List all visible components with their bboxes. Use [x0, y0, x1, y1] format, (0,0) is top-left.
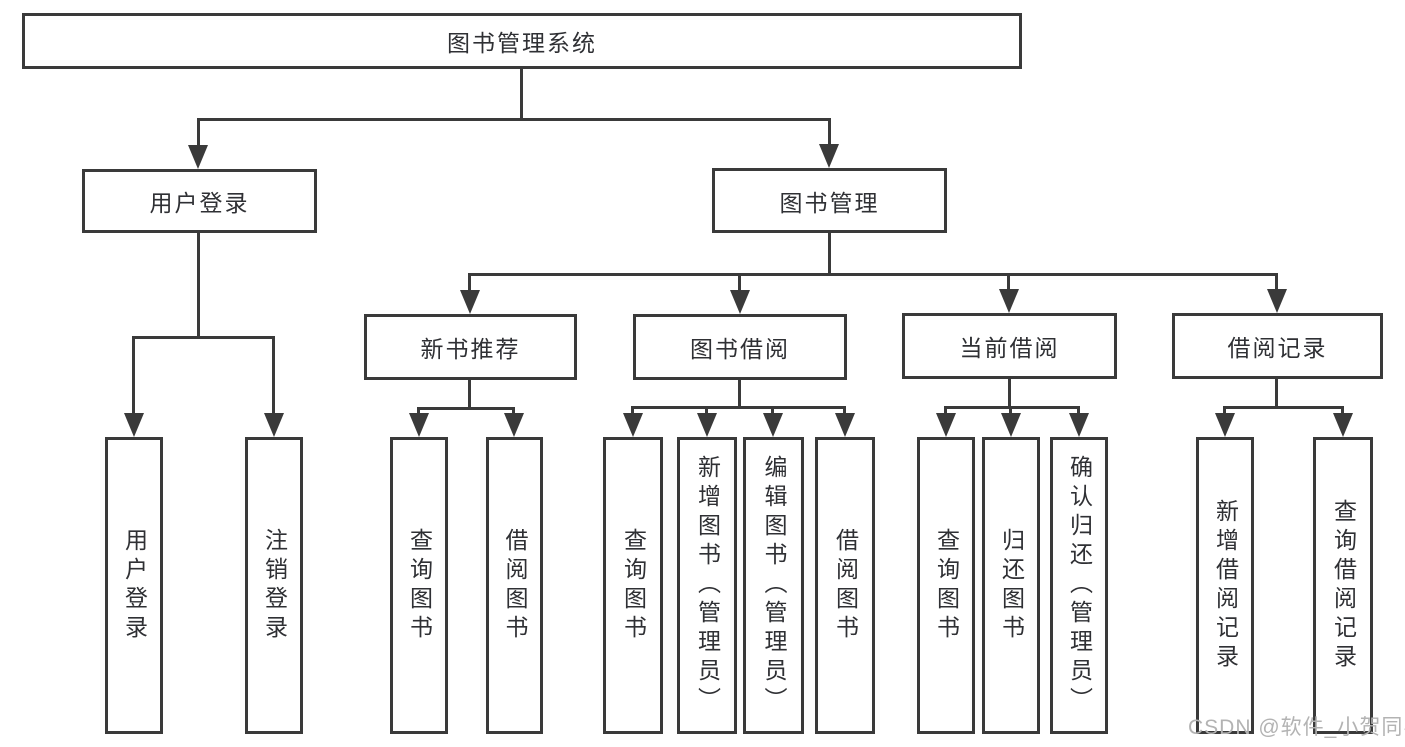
leaf-query-borrow-record: 查询借阅记录	[1313, 437, 1373, 734]
connector-current-rail	[944, 406, 1080, 409]
leaf-return-book: 归还图书	[982, 437, 1040, 734]
arrow-down-icon	[504, 413, 524, 437]
leaf-label: 用户登录	[121, 527, 148, 644]
leaf-label: 查询借阅记录	[1330, 498, 1357, 673]
node-label: 当前借阅	[959, 335, 1060, 361]
node-book-management: 图书管理	[712, 168, 947, 233]
node-label: 借阅记录	[1227, 335, 1328, 361]
connector-stem	[417, 407, 420, 415]
leaf-label: 新增图书（管理员）	[694, 455, 721, 716]
connector-stem	[843, 406, 846, 415]
arrow-down-icon	[188, 145, 208, 169]
arrow-down-icon	[697, 413, 717, 437]
connector-records-rail	[1223, 406, 1344, 409]
connector-stem	[1009, 406, 1012, 415]
node-library-system: 图书管理系统	[22, 13, 1022, 69]
connector-stem	[1275, 273, 1278, 291]
connector-stem	[1341, 406, 1344, 415]
watermark-text: CSDN @软件_小贺同学	[1188, 716, 1405, 739]
connector-stem	[771, 406, 774, 415]
arrow-down-icon	[819, 144, 839, 168]
leaf-label: 查询图书	[933, 527, 960, 644]
arrow-down-icon	[409, 413, 429, 437]
connector-stem	[738, 273, 741, 291]
leaf-add-book-admin: 新增图书（管理员）	[677, 437, 737, 734]
arrow-down-icon	[1069, 413, 1089, 437]
connector-stem	[1077, 406, 1080, 415]
connector-stem	[197, 118, 200, 147]
arrow-down-icon	[1215, 413, 1235, 437]
connector-borrow-rail	[631, 406, 846, 409]
connector-stem	[631, 406, 634, 415]
leaf-label: 查询图书	[620, 527, 647, 644]
connector-stem	[828, 118, 831, 146]
node-user-login: 用户登录	[82, 169, 317, 233]
connector-stem	[132, 336, 135, 416]
node-new-book-recommend: 新书推荐	[364, 314, 577, 380]
node-label: 图书借阅	[690, 336, 790, 362]
leaf-label: 编辑图书（管理员）	[761, 455, 787, 716]
arrow-down-icon	[835, 413, 855, 437]
arrow-down-icon	[124, 413, 144, 437]
connector-stem	[1223, 406, 1226, 415]
arrow-down-icon	[1267, 289, 1287, 313]
arrow-down-icon	[730, 290, 750, 314]
connector-borrow-drop	[738, 380, 741, 406]
leaf-label: 注销登录	[261, 527, 288, 644]
node-label: 图书管理系统	[447, 30, 597, 56]
connector-stem	[944, 406, 947, 415]
connector-user-rail	[132, 336, 275, 339]
arrow-down-icon	[999, 289, 1019, 313]
connector-current-drop	[1008, 379, 1011, 406]
arrow-down-icon	[623, 413, 643, 437]
leaf-borrow-books: 借阅图书	[815, 437, 875, 734]
node-borrow-records: 借阅记录	[1172, 313, 1383, 379]
connector-user-drop	[197, 233, 200, 336]
connector-stem	[1007, 273, 1010, 291]
leaf-borrow-books-recommend: 借阅图书	[486, 437, 543, 734]
leaf-label: 确认归还（管理员）	[1066, 455, 1093, 716]
leaf-edit-book-admin: 编辑图书（管理员）	[743, 437, 804, 734]
connector-stem	[705, 406, 708, 415]
connector-level2-rail	[197, 118, 831, 121]
leaf-label: 借阅图书	[832, 527, 859, 644]
leaf-query-books-borrow: 查询图书	[603, 437, 663, 734]
leaf-add-borrow-record: 新增借阅记录	[1196, 437, 1254, 734]
node-book-borrow: 图书借阅	[633, 314, 847, 380]
leaf-label: 新增借阅记录	[1212, 498, 1239, 673]
leaf-logout: 注销登录	[245, 437, 303, 734]
arrow-down-icon	[1333, 413, 1353, 437]
connector-newbook-drop	[468, 380, 471, 407]
leaf-label: 借阅图书	[502, 527, 528, 644]
leaf-label: 查询图书	[406, 527, 433, 644]
leaf-query-books-recommend: 查询图书	[390, 437, 448, 734]
leaf-confirm-return-admin: 确认归还（管理员）	[1050, 437, 1108, 734]
arrow-down-icon	[1001, 413, 1021, 437]
arrow-down-icon	[460, 290, 480, 314]
connector-book-drop	[828, 233, 831, 273]
connector-root-drop	[520, 69, 523, 118]
arrow-down-icon	[763, 413, 783, 437]
connector-newbook-rail	[417, 407, 515, 410]
connector-stem	[468, 273, 471, 291]
arrow-down-icon	[936, 413, 956, 437]
connector-stem	[512, 407, 515, 415]
node-current-borrow: 当前借阅	[902, 313, 1117, 379]
connector-records-drop	[1275, 379, 1278, 406]
leaf-user-login: 用户登录	[105, 437, 163, 734]
node-label: 新书推荐	[420, 336, 521, 362]
leaf-query-books-current: 查询图书	[917, 437, 975, 734]
node-label: 用户登录	[149, 190, 250, 216]
connector-stem	[272, 336, 275, 416]
connector-level3-rail	[468, 273, 1278, 276]
arrow-down-icon	[264, 413, 284, 437]
node-label: 图书管理	[779, 189, 880, 216]
leaf-label: 归还图书	[998, 527, 1025, 644]
